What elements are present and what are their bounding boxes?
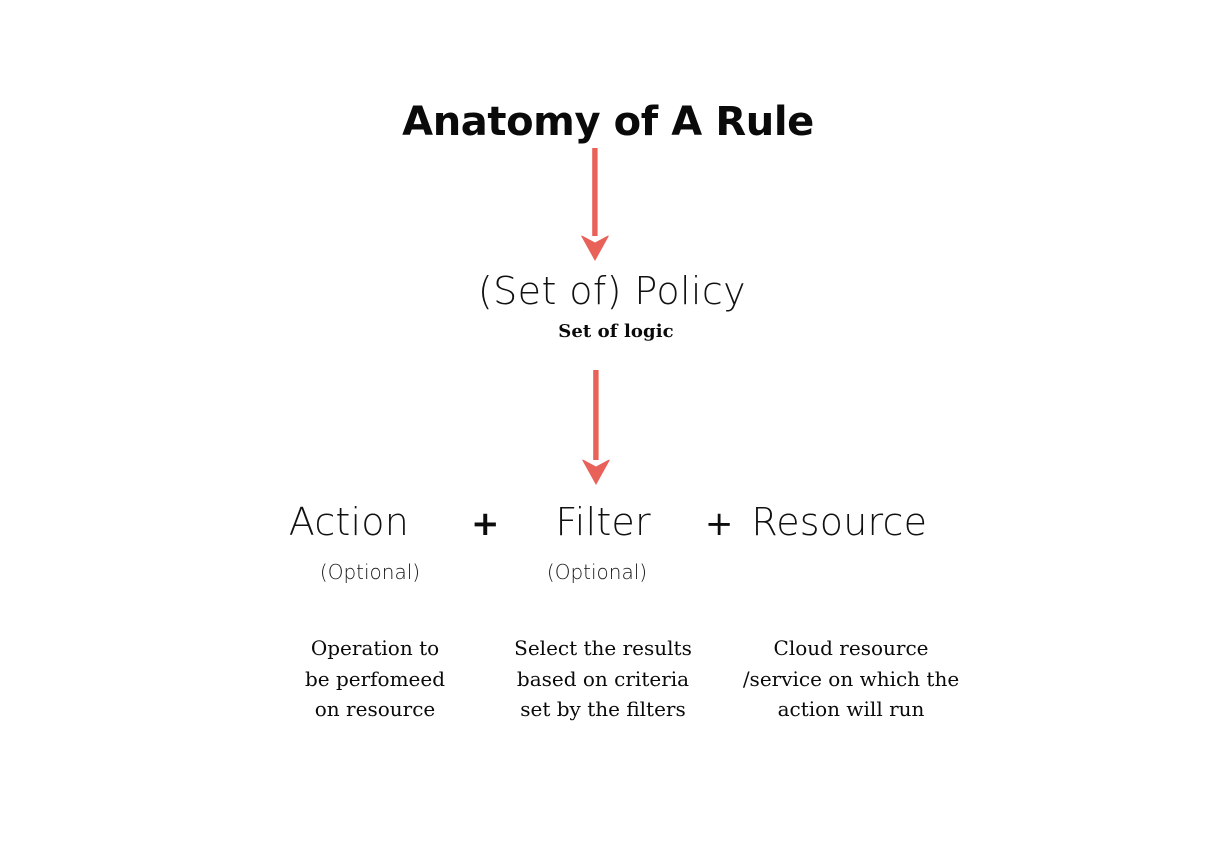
arrow-title-to-policy-icon [578, 148, 612, 262]
action-description-line-2: be perfomeed [304, 666, 446, 691]
policy-subtitle: Set of logic [558, 320, 674, 342]
filter-description-line-3: set by the filters [520, 697, 686, 721]
filter-description-line-2: based on criteria [516, 666, 690, 691]
policy-block: (Set of) Policy Set of logic [0, 269, 1216, 342]
resource-description: Cloud resource /service on which the act… [716, 633, 986, 725]
filter-optional-label: (Optional) [546, 560, 648, 584]
arrow-policy-to-formula-icon [579, 370, 613, 486]
plus-operator-1: + [471, 504, 500, 544]
term-resource: Resource [751, 500, 928, 544]
filter-description-line-1: Select the results [514, 636, 692, 660]
policy-label: (Set of) Policy [477, 269, 747, 313]
term-filter: Filter [555, 500, 651, 544]
term-action: Action [288, 500, 410, 544]
resource-description-line-1: Cloud resource [773, 636, 929, 660]
formula-row: Action + Filter + Resource [0, 503, 1216, 541]
action-description-line-3: on resource [314, 697, 436, 721]
resource-description-line-3: action will run [777, 697, 925, 721]
action-description-line-1: Operation to [310, 636, 440, 660]
page-title: Anatomy of A Rule [402, 99, 814, 145]
filter-description: Select the results based on criteria set… [483, 633, 723, 725]
plus-operator-2: + [704, 504, 734, 544]
action-optional-label: (Optional) [319, 560, 421, 584]
resource-description-line-2: /service on which the [742, 666, 960, 691]
action-description: Operation to be perfomeed on resource [255, 633, 495, 725]
